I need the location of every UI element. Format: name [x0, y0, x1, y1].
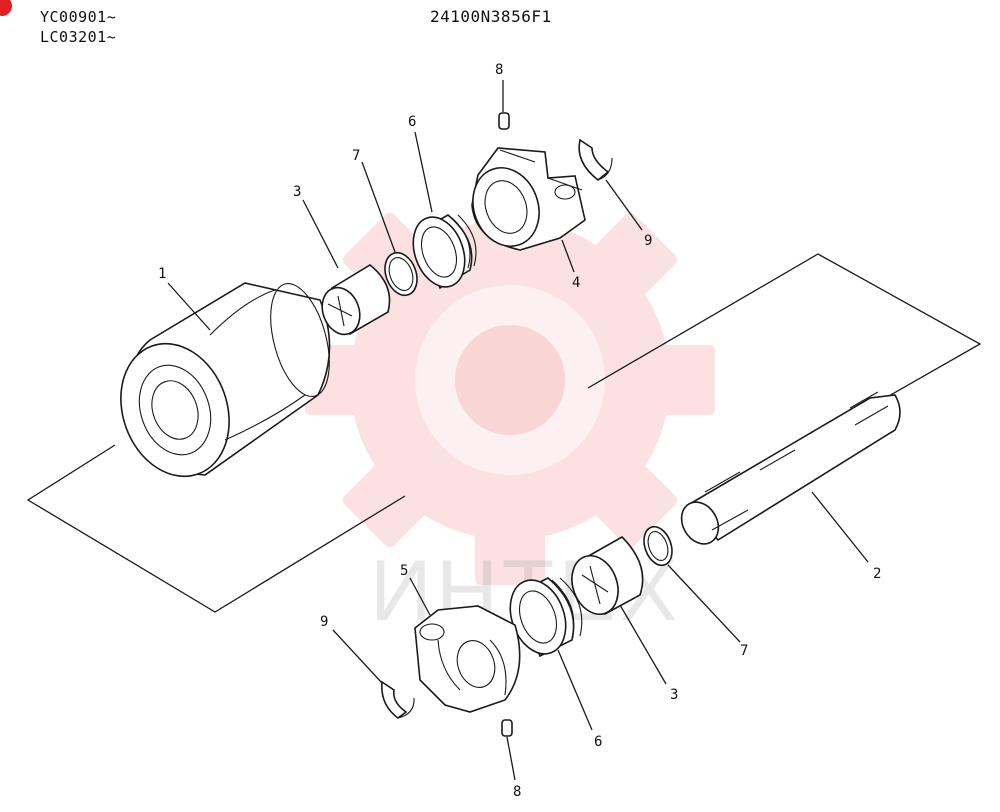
callout-4: 4 — [572, 275, 580, 291]
snap-ring-top-inner — [388, 257, 414, 291]
callout-3-top: 3 — [293, 184, 301, 200]
track-roller-body — [120, 282, 331, 478]
callout-9-top: 9 — [644, 233, 652, 249]
callout-5: 5 — [400, 563, 408, 579]
snap-ring-bottom — [643, 525, 673, 567]
corner-marker-icon — [0, 0, 12, 16]
retaining-clip-bottom-edge — [397, 697, 415, 719]
collar-bottom — [414, 605, 521, 713]
floating-seal-top — [412, 214, 477, 290]
collar-top — [471, 147, 586, 251]
part-number-title: 24100N3856F1 — [430, 7, 552, 26]
callout-6-top: 6 — [408, 114, 416, 130]
callout-1: 1 — [158, 266, 166, 282]
frame-line-left — [26, 444, 406, 613]
roller-shaft — [680, 391, 901, 545]
callout-7-bottom: 7 — [740, 643, 748, 659]
retaining-clip-top — [578, 138, 610, 182]
retaining-clip-top-edge — [597, 157, 613, 181]
serial-range-yc: YC00901~ — [40, 8, 117, 26]
callout-9-bottom: 9 — [320, 614, 328, 630]
bushing-bottom — [571, 536, 644, 616]
plug-bottom — [501, 719, 513, 737]
retaining-clip-bottom — [381, 680, 408, 719]
floating-seal-bottom — [509, 577, 583, 658]
bushing-top — [321, 264, 391, 336]
plug-top — [498, 112, 510, 130]
serial-range-lc: LC03201~ — [40, 28, 117, 46]
snap-ring-bottom-inner — [647, 531, 669, 561]
callout-7-top: 7 — [352, 148, 360, 164]
leader-lines — [167, 80, 869, 781]
callout-8-top: 8 — [495, 62, 503, 78]
callout-3-bottom: 3 — [670, 687, 678, 703]
snap-ring-top — [384, 251, 418, 297]
callout-2: 2 — [873, 566, 881, 582]
callout-6-bottom: 6 — [594, 734, 602, 750]
callout-8-bottom: 8 — [513, 784, 521, 800]
